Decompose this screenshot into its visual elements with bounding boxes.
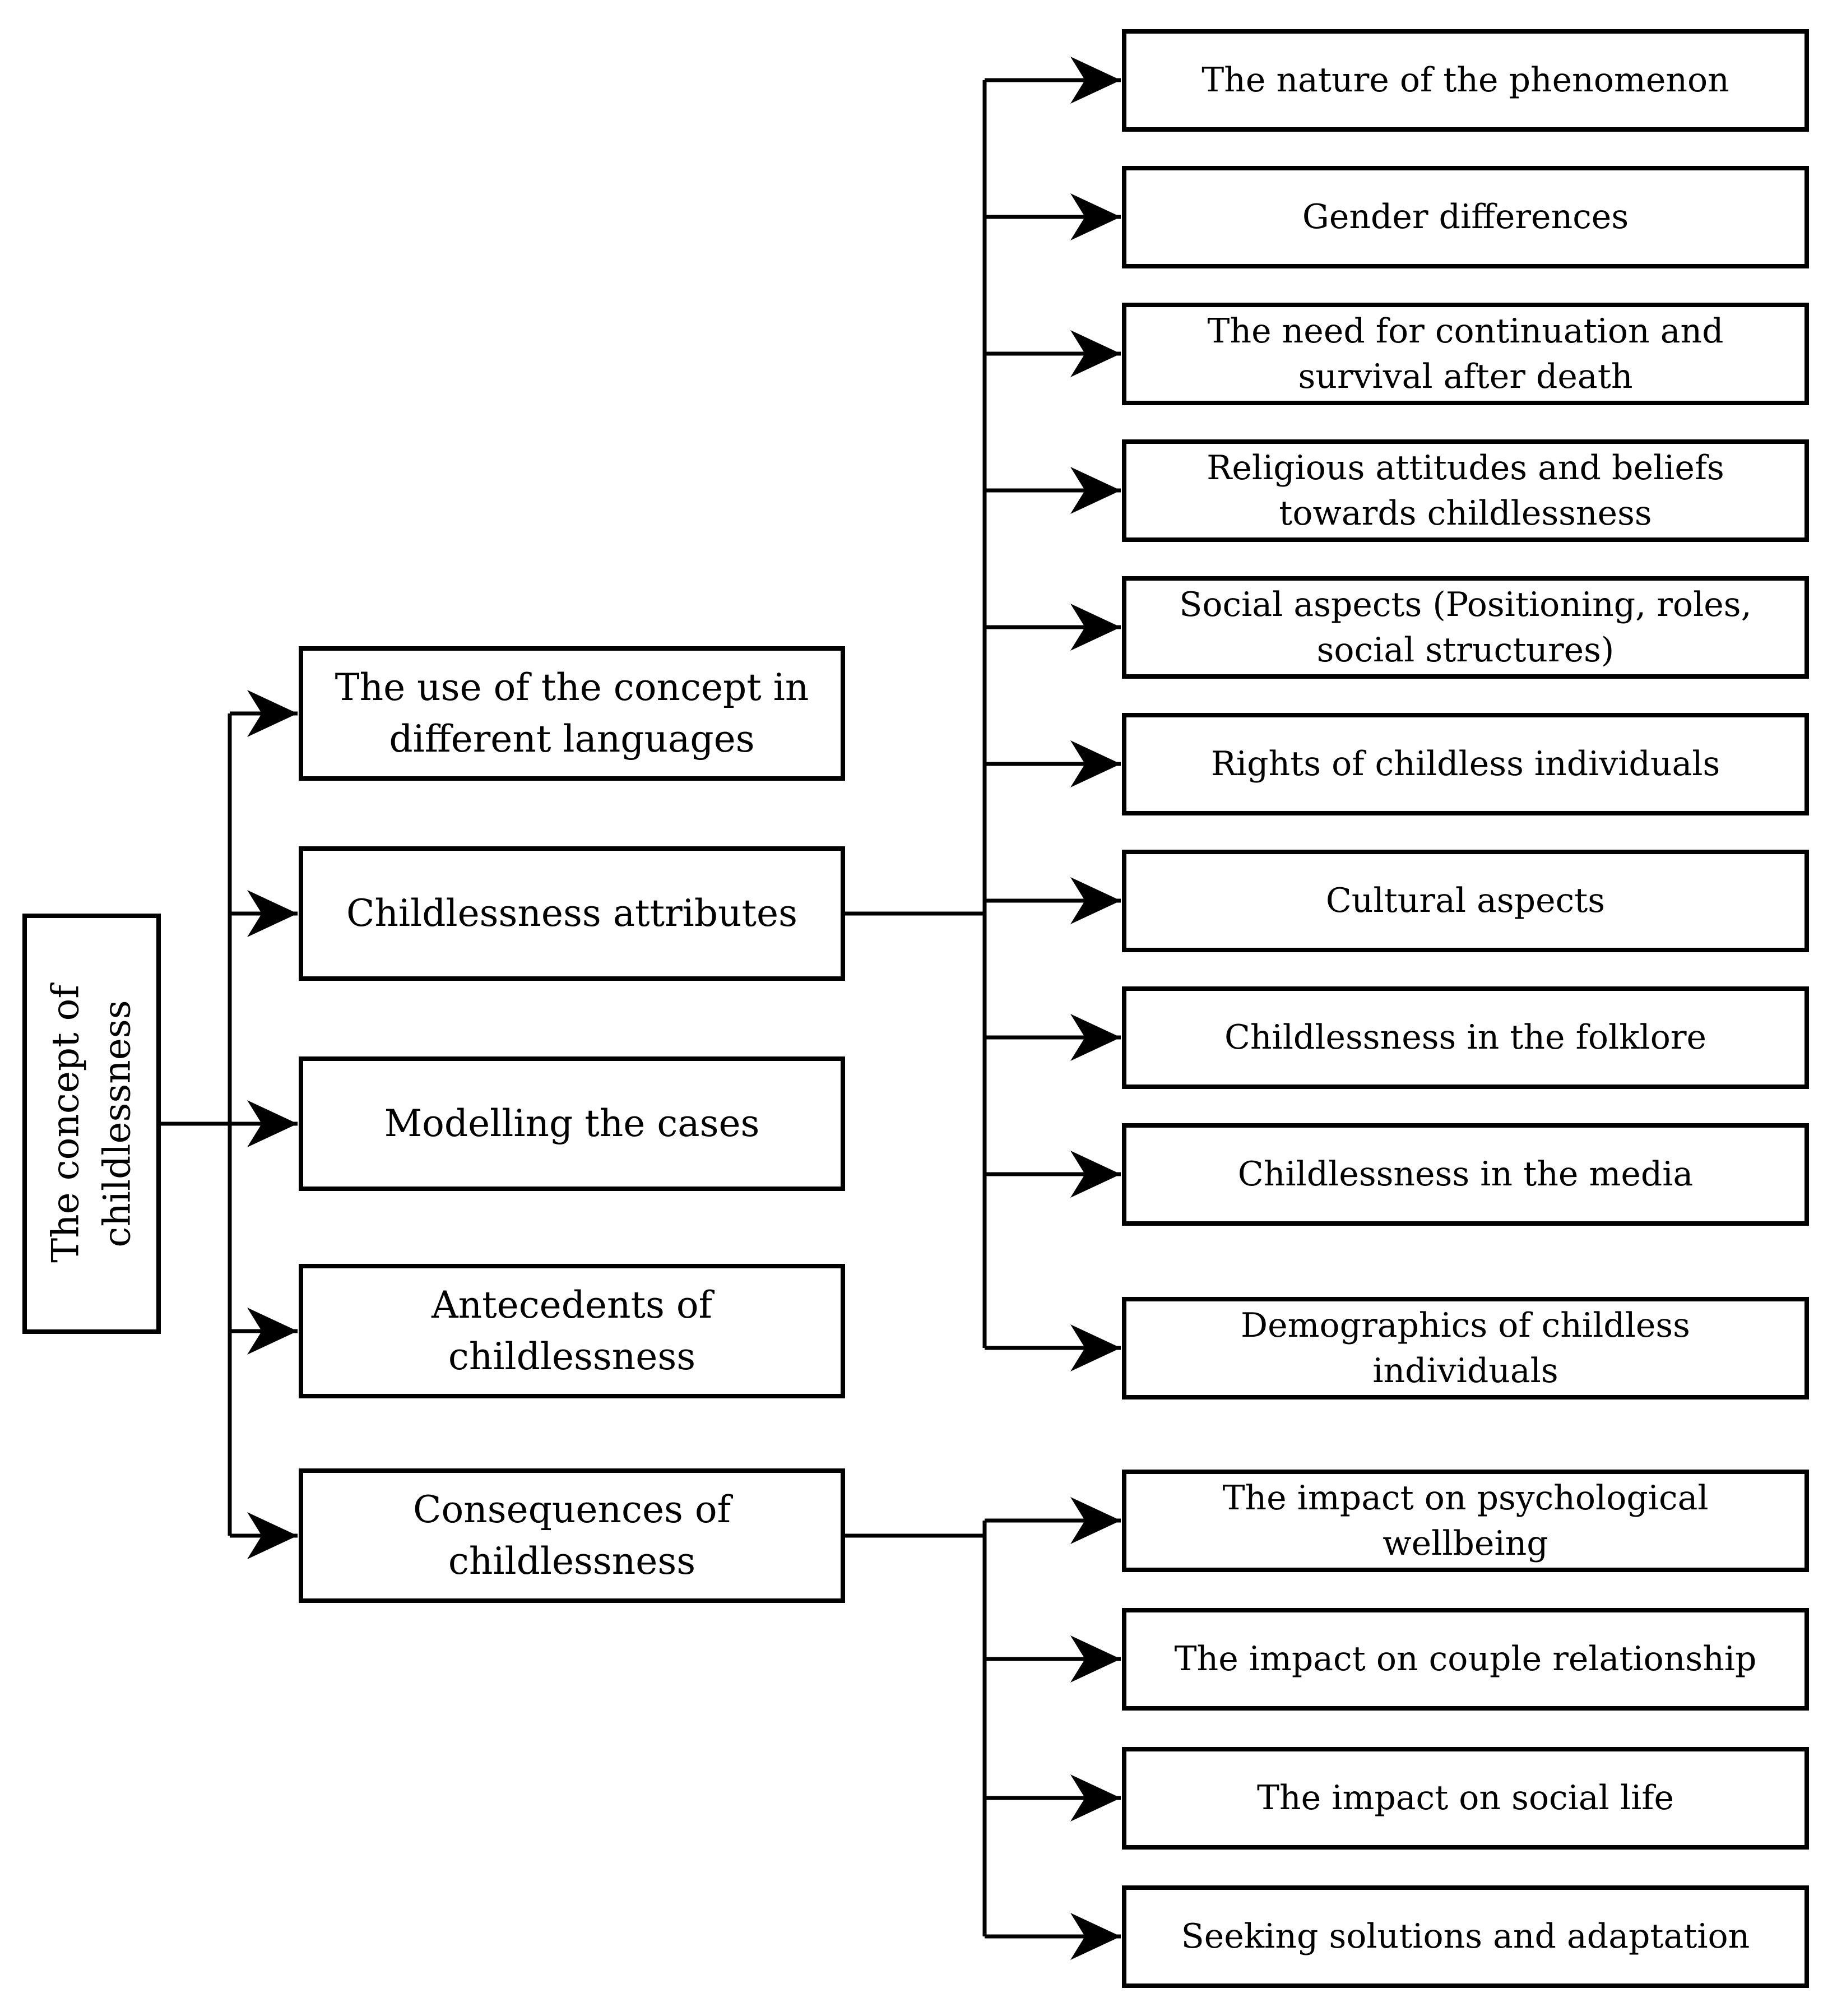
node-nature-of-phenomenon: The nature of the phenomenon: [1122, 29, 1809, 132]
node-antecedents-label: Antecedents of childlessness: [431, 1283, 713, 1378]
node-antecedents: Antecedents of childlessness: [299, 1264, 845, 1398]
node-social-aspects: Social aspects (Positioning, roles, soci…: [1122, 576, 1809, 679]
node-impact-social-life-label: The impact on social life: [1257, 1778, 1674, 1818]
node-seeking-solutions: Seeking solutions and adaptation: [1122, 1885, 1809, 1988]
node-nature-of-phenomenon-label: The nature of the phenomenon: [1202, 61, 1729, 100]
node-need-for-continuation-label: The need for continuation and survival a…: [1207, 312, 1724, 396]
node-childlessness-media: Childlessness in the media: [1122, 1123, 1809, 1226]
node-consequences: Consequences of childlessness: [299, 1468, 845, 1603]
node-impact-couple: The impact on couple relationship: [1122, 1608, 1809, 1711]
node-use-of-concept-label: The use of the concept in different lang…: [335, 665, 809, 761]
node-rights-of-childless-label: Rights of childless individuals: [1210, 744, 1720, 784]
node-gender-differences: Gender differences: [1122, 166, 1809, 268]
node-religious-attitudes: Religious attitudes and beliefs towards …: [1122, 439, 1809, 542]
node-cultural-aspects: Cultural aspects: [1122, 850, 1809, 952]
node-childlessness-attributes-label: Childlessness attributes: [346, 891, 797, 935]
node-impact-psychological-label: The impact on psychological wellbeing: [1222, 1479, 1709, 1563]
node-need-for-continuation: The need for continuation and survival a…: [1122, 303, 1809, 405]
node-rights-of-childless: Rights of childless individuals: [1122, 713, 1809, 815]
node-demographics: Demographics of childless individuals: [1122, 1297, 1809, 1399]
node-consequences-label: Consequences of childlessness: [412, 1487, 731, 1583]
node-social-aspects-label: Social aspects (Positioning, roles, soci…: [1179, 585, 1752, 670]
node-gender-differences-label: Gender differences: [1302, 197, 1629, 237]
node-concept-of-childlessness: The concept of childlessness: [22, 914, 161, 1334]
node-cultural-aspects-label: Cultural aspects: [1325, 881, 1606, 921]
node-childlessness-media-label: Childlessness in the media: [1237, 1155, 1694, 1194]
node-demographics-label: Demographics of childless individuals: [1241, 1306, 1690, 1391]
node-childlessness-attributes: Childlessness attributes: [299, 846, 845, 981]
node-impact-social-life: The impact on social life: [1122, 1747, 1809, 1850]
node-modelling-the-cases: Modelling the cases: [299, 1056, 845, 1191]
node-seeking-solutions-label: Seeking solutions and adaptation: [1181, 1917, 1750, 1957]
node-childlessness-folklore-label: Childlessness in the folklore: [1224, 1018, 1707, 1058]
node-modelling-the-cases-label: Modelling the cases: [384, 1101, 760, 1145]
node-impact-psychological: The impact on psychological wellbeing: [1122, 1470, 1809, 1572]
node-concept-of-childlessness-label: The concept of childlessness: [44, 985, 139, 1263]
node-religious-attitudes-label: Religious attitudes and beliefs towards …: [1207, 448, 1724, 533]
node-use-of-concept: The use of the concept in different lang…: [299, 646, 845, 781]
node-impact-couple-label: The impact on couple relationship: [1174, 1639, 1757, 1679]
node-childlessness-folklore: Childlessness in the folklore: [1122, 986, 1809, 1089]
